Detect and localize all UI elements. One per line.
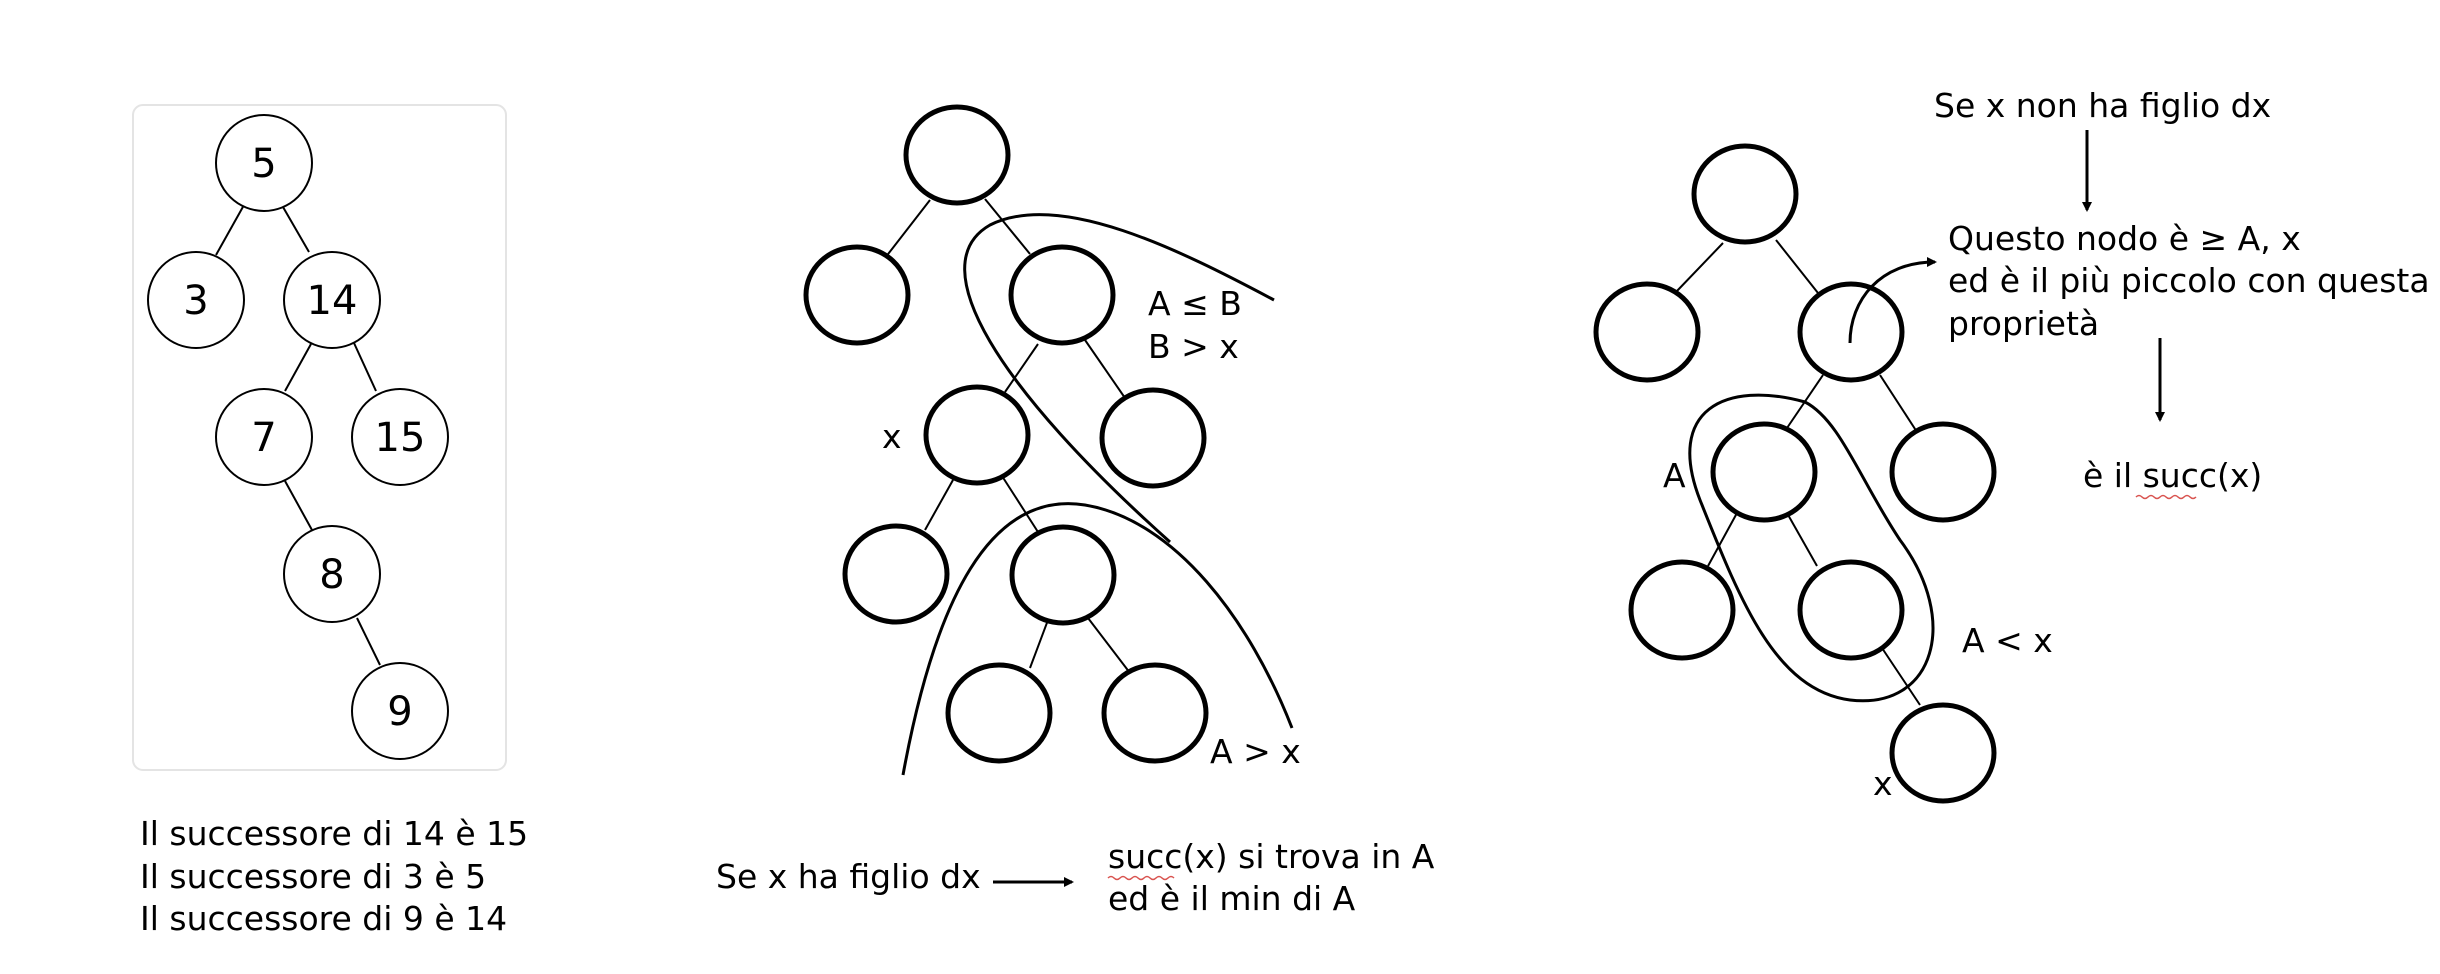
no-right-child-result: è il succ(x) bbox=[2083, 456, 2262, 495]
caption-successor-9: Il successore di 9 è 14 bbox=[140, 899, 507, 938]
tree-node-14 bbox=[283, 251, 381, 349]
caption-successor-3: Il successore di 3 è 5 bbox=[140, 857, 486, 896]
node3-ancestor-right bbox=[1889, 421, 1997, 523]
edge-5-3 bbox=[215, 204, 245, 256]
node3-a-left bbox=[1628, 559, 1736, 661]
node3-root-left bbox=[1593, 281, 1701, 383]
right-child-case-panel: x A ≤ B B > x A > x Se x ha figlio dx su… bbox=[716, 104, 1435, 918]
label-a-gt-x: A > x bbox=[1210, 732, 1301, 771]
caption-successor-14: Il successore di 14 è 15 bbox=[140, 814, 528, 853]
tree-node-15-label: 15 bbox=[375, 415, 426, 461]
example-tree-card bbox=[132, 104, 507, 771]
example-captions: Il successore di 14 è 15 Il successore d… bbox=[140, 814, 528, 938]
tree-node-14-label: 14 bbox=[307, 278, 358, 324]
note-line2: ed è il più piccolo con questa bbox=[1948, 261, 2430, 300]
example-tree-panel: 5 3 14 7 15 8 9 Il successore di 14 è 15… bbox=[132, 104, 528, 938]
tree-node-8-label: 8 bbox=[319, 552, 344, 598]
no-right-child-nodes bbox=[1593, 143, 1997, 804]
tree-node-3-label: 3 bbox=[183, 278, 208, 324]
edge3-ancestor-right bbox=[1879, 374, 1918, 433]
label3-a-lt-x: A < x bbox=[1962, 621, 2053, 660]
right-child-result-line2: ed è il min di A bbox=[1108, 879, 1356, 918]
label3-a: A bbox=[1663, 456, 1686, 495]
edge-7-8 bbox=[284, 480, 313, 531]
edge3-inner-x bbox=[1879, 644, 1921, 706]
tree-node-8 bbox=[283, 525, 381, 623]
label-x: x bbox=[882, 417, 902, 456]
curve-region-b bbox=[963, 213, 1275, 544]
node-root-left bbox=[803, 244, 911, 346]
node-x-rightchild bbox=[1009, 524, 1117, 626]
edge-14-7 bbox=[284, 343, 312, 392]
edge-rc-right bbox=[1087, 617, 1131, 674]
edge-x-left bbox=[924, 479, 954, 531]
edge3-root-left bbox=[1675, 242, 1724, 293]
node-rc-right bbox=[1101, 662, 1209, 764]
right-child-condition: Se x ha figlio dx bbox=[716, 857, 981, 896]
node-x bbox=[923, 384, 1031, 486]
note-line1: Questo nodo è ≥ A, x bbox=[1948, 219, 2301, 258]
edge-x-rightchild bbox=[1001, 475, 1039, 533]
node-x-left bbox=[842, 523, 950, 625]
label-b-gt-x: B > x bbox=[1148, 327, 1239, 366]
note-line3: proprietà bbox=[1948, 304, 2099, 343]
label-a-le-b: A ≤ B bbox=[1148, 284, 1242, 323]
node3-root bbox=[1691, 143, 1799, 245]
no-right-child-edges bbox=[1675, 239, 1921, 706]
tree-node-3 bbox=[147, 251, 245, 349]
spellcheck-underline-succ-2 bbox=[2135, 494, 2197, 500]
node-b-right bbox=[1099, 387, 1207, 489]
tree-node-7-label: 7 bbox=[251, 415, 276, 461]
edge-5-14 bbox=[282, 206, 310, 253]
spellcheck-underline-succ bbox=[1107, 875, 1175, 881]
tree-node-7 bbox=[215, 388, 313, 486]
edge-8-9 bbox=[356, 617, 381, 666]
edge-b-right bbox=[1084, 339, 1126, 399]
no-right-child-condition: Se x non ha figlio dx bbox=[1934, 86, 2271, 125]
curve-region-a bbox=[901, 502, 1294, 776]
curve-region-a-loop bbox=[1688, 393, 1935, 703]
right-child-edges bbox=[884, 198, 1131, 674]
edge-b-x bbox=[1004, 343, 1039, 393]
edge3-a-right bbox=[1786, 512, 1818, 567]
node3-a-right bbox=[1797, 559, 1905, 661]
node3-x bbox=[1889, 702, 1997, 804]
edge-root-b bbox=[984, 198, 1031, 255]
tree-node-15 bbox=[351, 388, 449, 486]
tree-node-5-label: 5 bbox=[251, 141, 276, 187]
node3-a bbox=[1710, 421, 1818, 523]
no-right-child-case-panel: Se x non ha figlio dx Questo nodo è ≥ A,… bbox=[1593, 86, 2430, 804]
right-child-nodes bbox=[803, 104, 1209, 764]
node-b bbox=[1008, 244, 1116, 346]
edge3-a-left bbox=[1707, 512, 1738, 567]
right-child-result-line1: succ(x) si trova in A bbox=[1108, 837, 1435, 876]
node-rc-left bbox=[945, 662, 1053, 764]
curved-arrow-to-note bbox=[1848, 257, 1937, 344]
tree-node-5 bbox=[215, 114, 313, 212]
node-root bbox=[903, 104, 1011, 206]
edge-14-15 bbox=[353, 342, 377, 392]
edge-rc-left bbox=[1029, 619, 1049, 669]
example-tree-edges bbox=[215, 204, 381, 666]
tree-node-9-label: 9 bbox=[387, 689, 412, 735]
edge-root-left bbox=[884, 199, 931, 259]
example-tree-nodes: 5 3 14 7 15 8 9 bbox=[147, 114, 449, 760]
tree-node-9 bbox=[351, 662, 449, 760]
label3-x: x bbox=[1873, 764, 1893, 803]
edge3-root-ancestor bbox=[1775, 239, 1819, 294]
